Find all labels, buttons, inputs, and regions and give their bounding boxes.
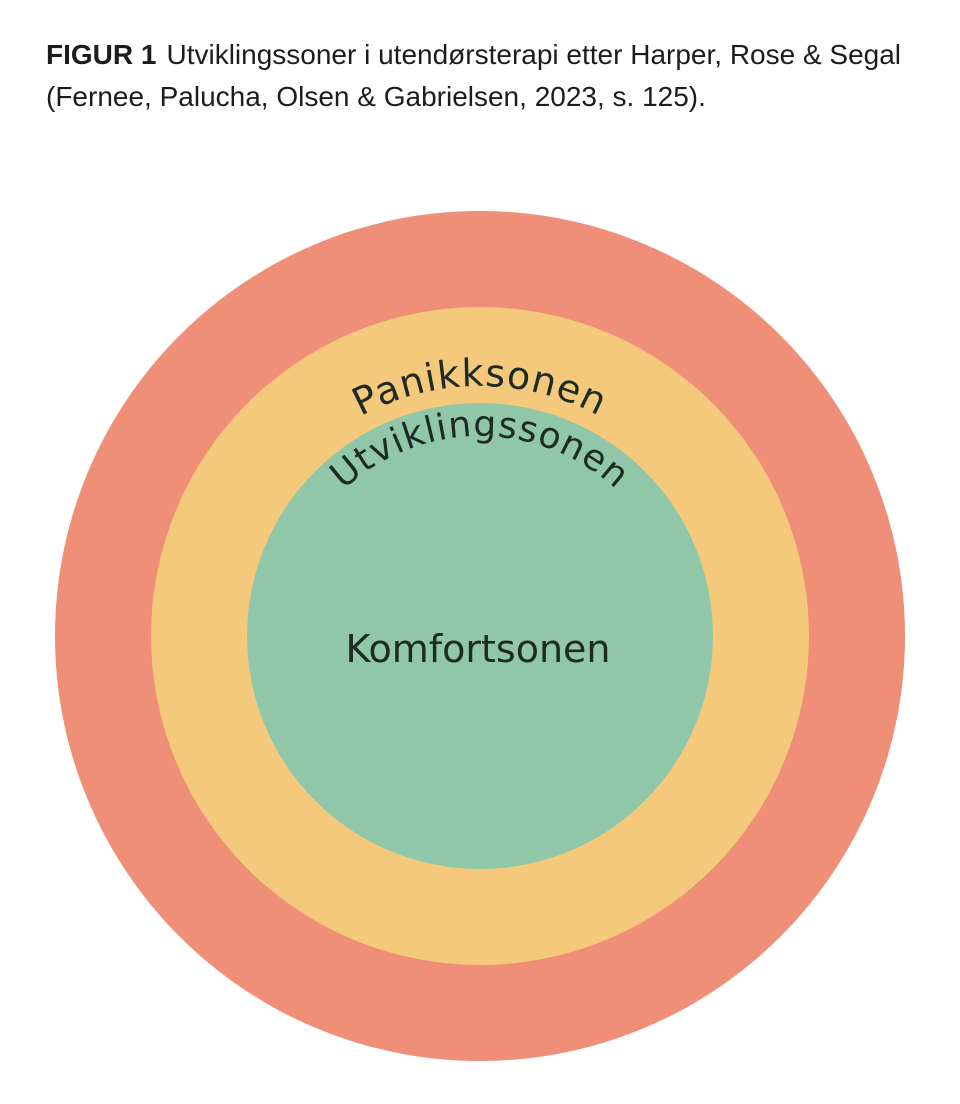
figure-caption-text: Utviklingssoner i utendørsterapi etter H… — [46, 39, 902, 112]
comfort-zone-label: Komfortsonen — [345, 627, 610, 671]
figure-label: FIGUR 1 — [46, 39, 157, 70]
comfort-zone-circle — [247, 403, 713, 869]
